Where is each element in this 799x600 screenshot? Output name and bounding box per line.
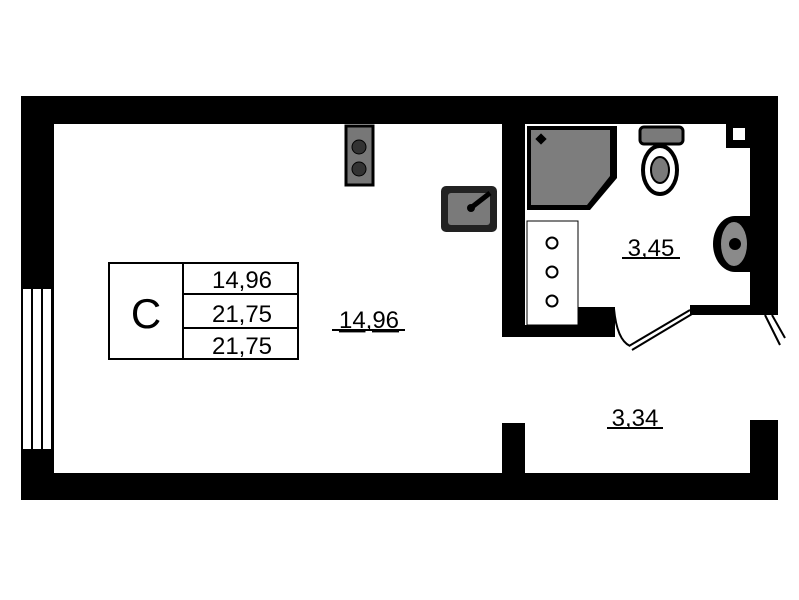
living-area-value: 14,96 [212,267,272,294]
total-area-with-balcony-value: 21,75 [212,333,272,360]
entrance-door [764,314,786,346]
bathroom-door [613,308,693,351]
kitchen-sink-icon [441,186,497,232]
summary-table [108,262,299,360]
utility-closet [526,220,579,326]
total-area-value: 21,75 [212,301,272,328]
unit-type-label: C [131,290,161,337]
washing-machine-icon [713,216,750,272]
stove-icon [344,124,375,187]
toilet-icon [638,125,685,196]
vent-shaft [733,128,745,140]
window [21,287,53,451]
shower-tray-icon [527,126,617,210]
